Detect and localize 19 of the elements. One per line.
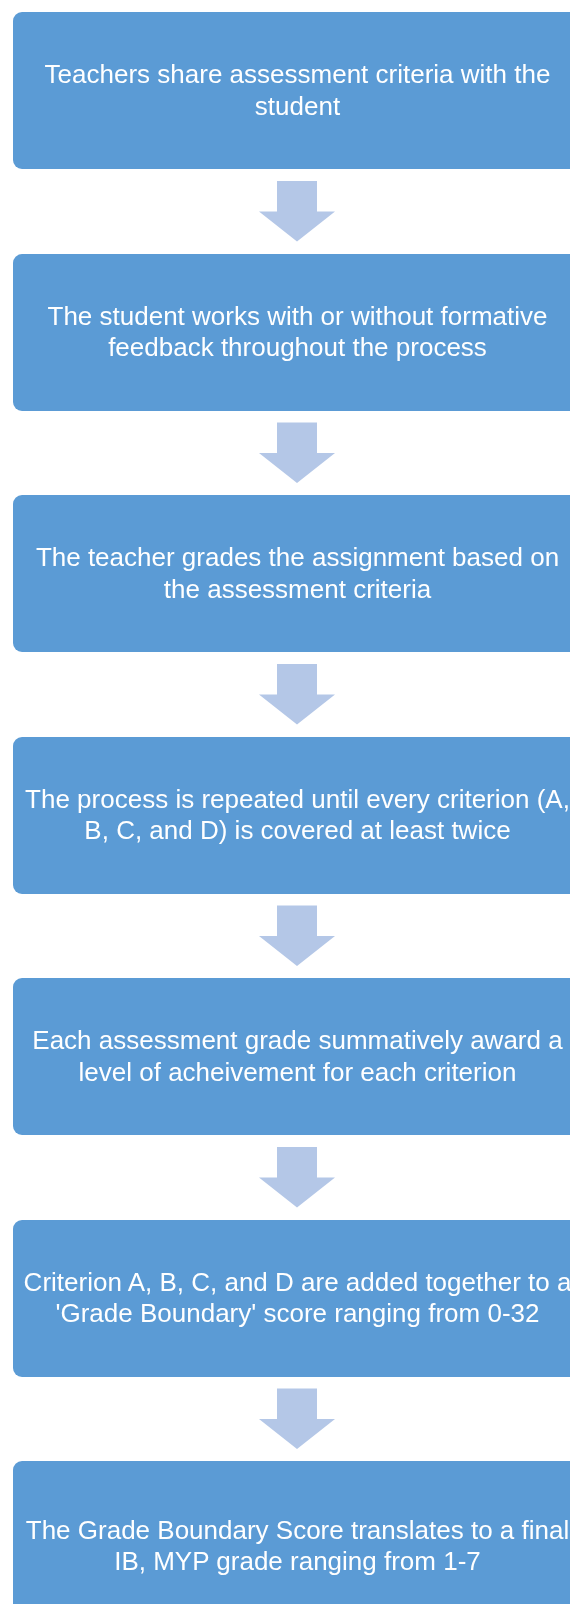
step-text: The teacher grades the assignment based on the assessment criteria xyxy=(34,542,561,605)
block-arrow xyxy=(259,181,335,242)
block-arrow xyxy=(259,422,335,483)
block-arrow xyxy=(259,1388,335,1449)
process-box xyxy=(13,1461,570,1604)
step-text: Each assessment grade summatively award a level of acheivement for each criterion xyxy=(31,1025,564,1088)
process-box xyxy=(13,736,570,894)
process-box xyxy=(13,1219,570,1377)
block-arrow xyxy=(259,664,335,725)
step-text: The Grade Boundary Score translates to a final IB, MYP grade ranging from 1-7 xyxy=(24,1514,570,1578)
process-box xyxy=(13,978,570,1135)
process-box xyxy=(13,495,570,652)
block-arrow xyxy=(259,905,335,966)
step-text: Teachers share assessment criteria with the student xyxy=(43,59,552,122)
step-text: The process is repeated until every criterion (A, B, C, and D) is covered at least twice xyxy=(24,783,570,847)
step-text: The student works with or without formative feedback throughout the process xyxy=(46,300,549,364)
process-box xyxy=(13,12,570,169)
block-arrow xyxy=(259,1147,335,1208)
process-box xyxy=(13,253,570,411)
